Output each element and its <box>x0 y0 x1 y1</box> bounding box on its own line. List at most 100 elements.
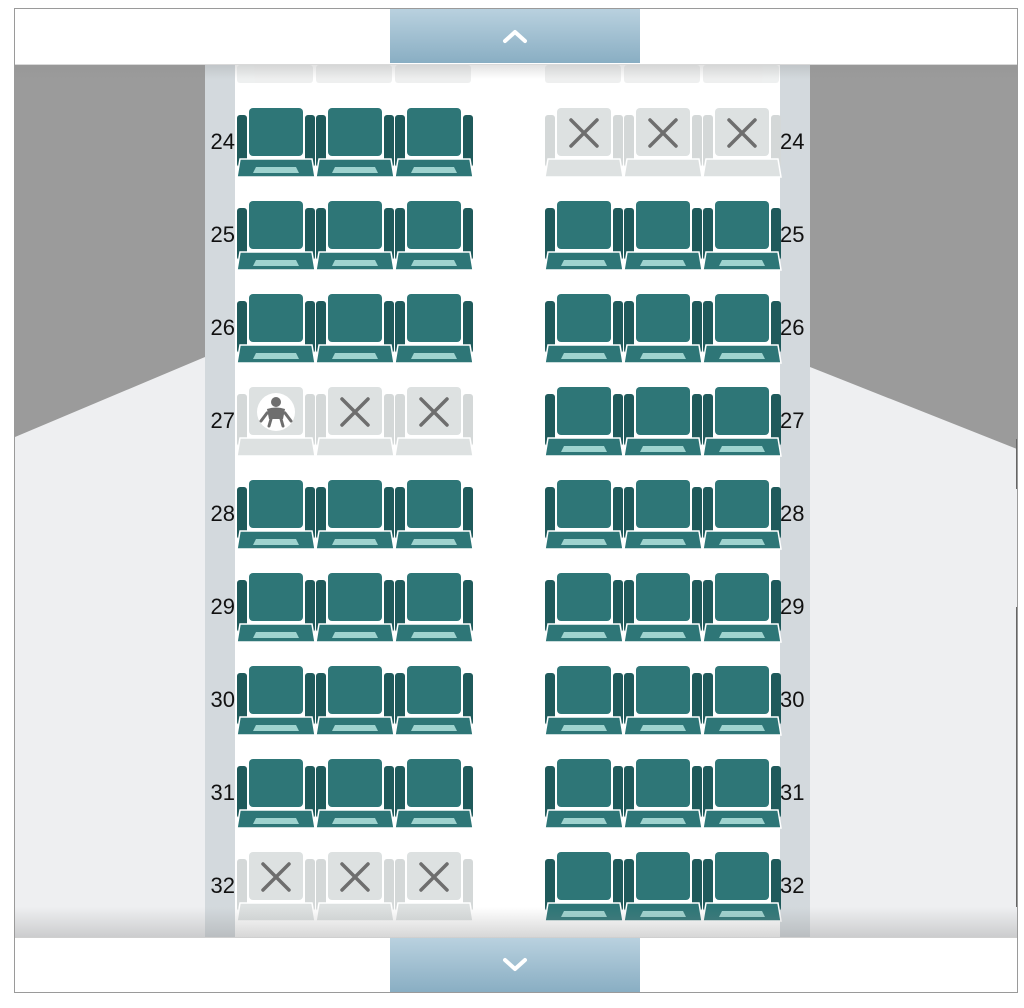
seat-27E-available[interactable] <box>623 386 703 460</box>
seat-icon <box>623 201 703 271</box>
seat-icon <box>544 294 624 364</box>
seat-icon <box>315 759 395 829</box>
top-shadow <box>15 65 1017 79</box>
scroll-down-button[interactable] <box>390 938 640 992</box>
seat-icon <box>394 294 474 364</box>
seat-icon <box>394 666 474 736</box>
seat-30F-available[interactable] <box>702 665 782 739</box>
seat-30C-available[interactable] <box>394 665 474 739</box>
seat-26E-available[interactable] <box>623 293 703 367</box>
seat-25E-available[interactable] <box>623 200 703 274</box>
seat-27C-unavailable <box>394 386 474 460</box>
seat-26A-available[interactable] <box>236 293 316 367</box>
row-number-right: 27 <box>780 408 805 433</box>
seat-24A-available[interactable] <box>236 107 316 181</box>
seat-unavailable-x-icon <box>315 852 395 922</box>
seat-29A-available[interactable] <box>236 572 316 646</box>
seat-icon <box>702 201 782 271</box>
seat-27F-available[interactable] <box>702 386 782 460</box>
seat-28C-available[interactable] <box>394 479 474 553</box>
row-number-left: 25 <box>210 222 235 247</box>
seat-30D-available[interactable] <box>544 665 624 739</box>
seat-26B-available[interactable] <box>315 293 395 367</box>
seat-icon <box>236 108 316 178</box>
row-number-right: 25 <box>780 222 805 247</box>
seat-30E-available[interactable] <box>623 665 703 739</box>
seat-icon <box>702 759 782 829</box>
seat-icon <box>702 294 782 364</box>
seat-25F-available[interactable] <box>702 200 782 274</box>
seat-icon <box>544 201 624 271</box>
seat-icon <box>623 852 703 922</box>
seat-25A-available[interactable] <box>236 200 316 274</box>
seat-32E-available[interactable] <box>623 851 703 925</box>
seat-unavailable-x-icon <box>236 852 316 922</box>
seat-25B-available[interactable] <box>315 200 395 274</box>
seat-icon <box>623 666 703 736</box>
seat-icon <box>315 480 395 550</box>
seat-25C-available[interactable] <box>394 200 474 274</box>
seat-28A-available[interactable] <box>236 479 316 553</box>
seat-29D-available[interactable] <box>544 572 624 646</box>
seat-31D-available[interactable] <box>544 758 624 832</box>
seat-28F-available[interactable] <box>702 479 782 553</box>
row-number-right: 30 <box>780 687 805 712</box>
row-number-right: 29 <box>780 594 805 619</box>
panel-edge-marker <box>1016 607 1017 907</box>
seat-icon <box>236 666 316 736</box>
seat-30A-available[interactable] <box>236 665 316 739</box>
partial-row-23-right <box>545 65 779 83</box>
seat-31E-available[interactable] <box>623 758 703 832</box>
seat-31F-available[interactable] <box>702 758 782 832</box>
seat-28E-available[interactable] <box>623 479 703 553</box>
seat-29B-available[interactable] <box>315 572 395 646</box>
seat-icon <box>702 387 782 457</box>
seat-icon <box>236 201 316 271</box>
seat-32B-unavailable <box>315 851 395 925</box>
seat-icon <box>702 573 782 643</box>
seat-26F-available[interactable] <box>702 293 782 367</box>
seat-29C-available[interactable] <box>394 572 474 646</box>
seat-24B-available[interactable] <box>315 107 395 181</box>
seat-unavailable-x-icon <box>394 387 474 457</box>
row-number-left: 29 <box>210 594 235 619</box>
seat-32F-available[interactable] <box>702 851 782 925</box>
seat-25D-available[interactable] <box>544 200 624 274</box>
seat-icon <box>236 573 316 643</box>
seat-27A-bassinet <box>236 386 316 460</box>
seat-31B-available[interactable] <box>315 758 395 832</box>
seat-24F-unavailable <box>702 107 782 181</box>
scroll-up-button[interactable] <box>390 9 640 63</box>
seat-27D-available[interactable] <box>544 386 624 460</box>
row-number-left: 24 <box>210 129 235 154</box>
seat-icon <box>394 759 474 829</box>
seat-icon <box>236 480 316 550</box>
row-number-left: 32 <box>210 873 235 898</box>
seat-icon <box>315 573 395 643</box>
seat-26D-available[interactable] <box>544 293 624 367</box>
seat-icon <box>623 387 703 457</box>
seat-28D-available[interactable] <box>544 479 624 553</box>
seat-icon <box>544 666 624 736</box>
seat-28B-available[interactable] <box>315 479 395 553</box>
seat-29E-available[interactable] <box>623 572 703 646</box>
seat-29F-available[interactable] <box>702 572 782 646</box>
seat-icon <box>394 573 474 643</box>
seat-unavailable-x-icon <box>544 108 624 178</box>
seat-30B-available[interactable] <box>315 665 395 739</box>
cabin-background <box>15 9 1017 992</box>
seat-26C-available[interactable] <box>394 293 474 367</box>
seat-24D-unavailable <box>544 107 624 181</box>
row-number-left: 30 <box>210 687 235 712</box>
row-number-left: 27 <box>210 408 235 433</box>
seat-unavailable-x-icon <box>394 852 474 922</box>
seat-icon <box>315 294 395 364</box>
seat-32D-available[interactable] <box>544 851 624 925</box>
seat-icon <box>236 294 316 364</box>
seat-icon <box>702 666 782 736</box>
seat-31A-available[interactable] <box>236 758 316 832</box>
seat-24C-available[interactable] <box>394 107 474 181</box>
seat-31C-available[interactable] <box>394 758 474 832</box>
seat-icon <box>236 759 316 829</box>
